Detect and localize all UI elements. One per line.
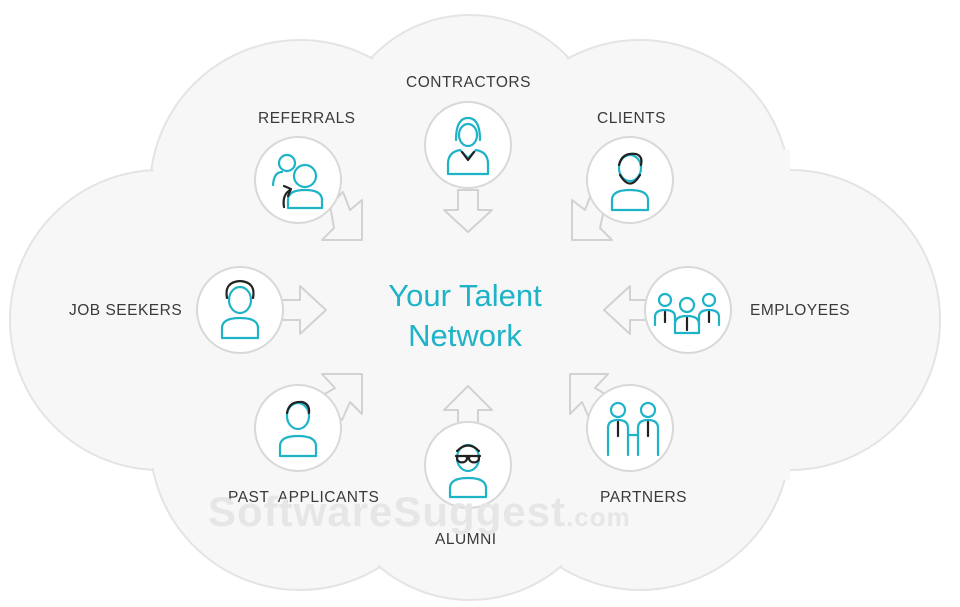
watermark-main: SoftwareSuggest [208,488,567,535]
arrow-contractors [443,189,493,233]
label-referrals: REFERRALS [258,110,356,127]
past-applicant-hair-detail [285,400,311,415]
center-title-line-2: Network [408,318,522,353]
employees-circle [644,266,732,354]
label-employees: EMPLOYEES [750,302,851,319]
softwaresuggest-watermark: SoftwareSuggest.com [208,488,631,536]
center-title: Your Talent Network [340,276,590,356]
referrals-circle [254,136,342,224]
employees-group-icon [653,292,721,335]
referral-arrow-icon [282,184,293,209]
watermark-suffix: .com [566,502,631,532]
employee-ties-detail [663,310,711,332]
job-seeker-hair-detail [225,279,255,300]
label-job-seekers: JOB SEEKERS [69,302,183,319]
label-alumni: ALUMNI [435,531,497,548]
center-title-line-1: Your Talent [388,278,542,313]
label-partners: PARTNERS [600,489,687,506]
job-seeker-curly-hair-icon [220,285,260,340]
label-contractors: CONTRACTORS [406,74,531,91]
job-seekers-circle [196,266,284,354]
alumni-circle [424,421,512,509]
alumni-glasses-detail [454,444,482,464]
label-clients: CLIENTS [597,110,666,127]
contractor-collar-detail [460,150,476,162]
client-beard-detail [618,173,642,185]
partner-ties-detail [616,420,650,438]
partners-handshake-icon [606,401,660,457]
referral-person-icon [271,153,324,210]
label-past-applicants: PAST APPLICANTS [228,489,380,506]
partners-circle [586,384,674,472]
client-hair-detail [617,152,643,167]
